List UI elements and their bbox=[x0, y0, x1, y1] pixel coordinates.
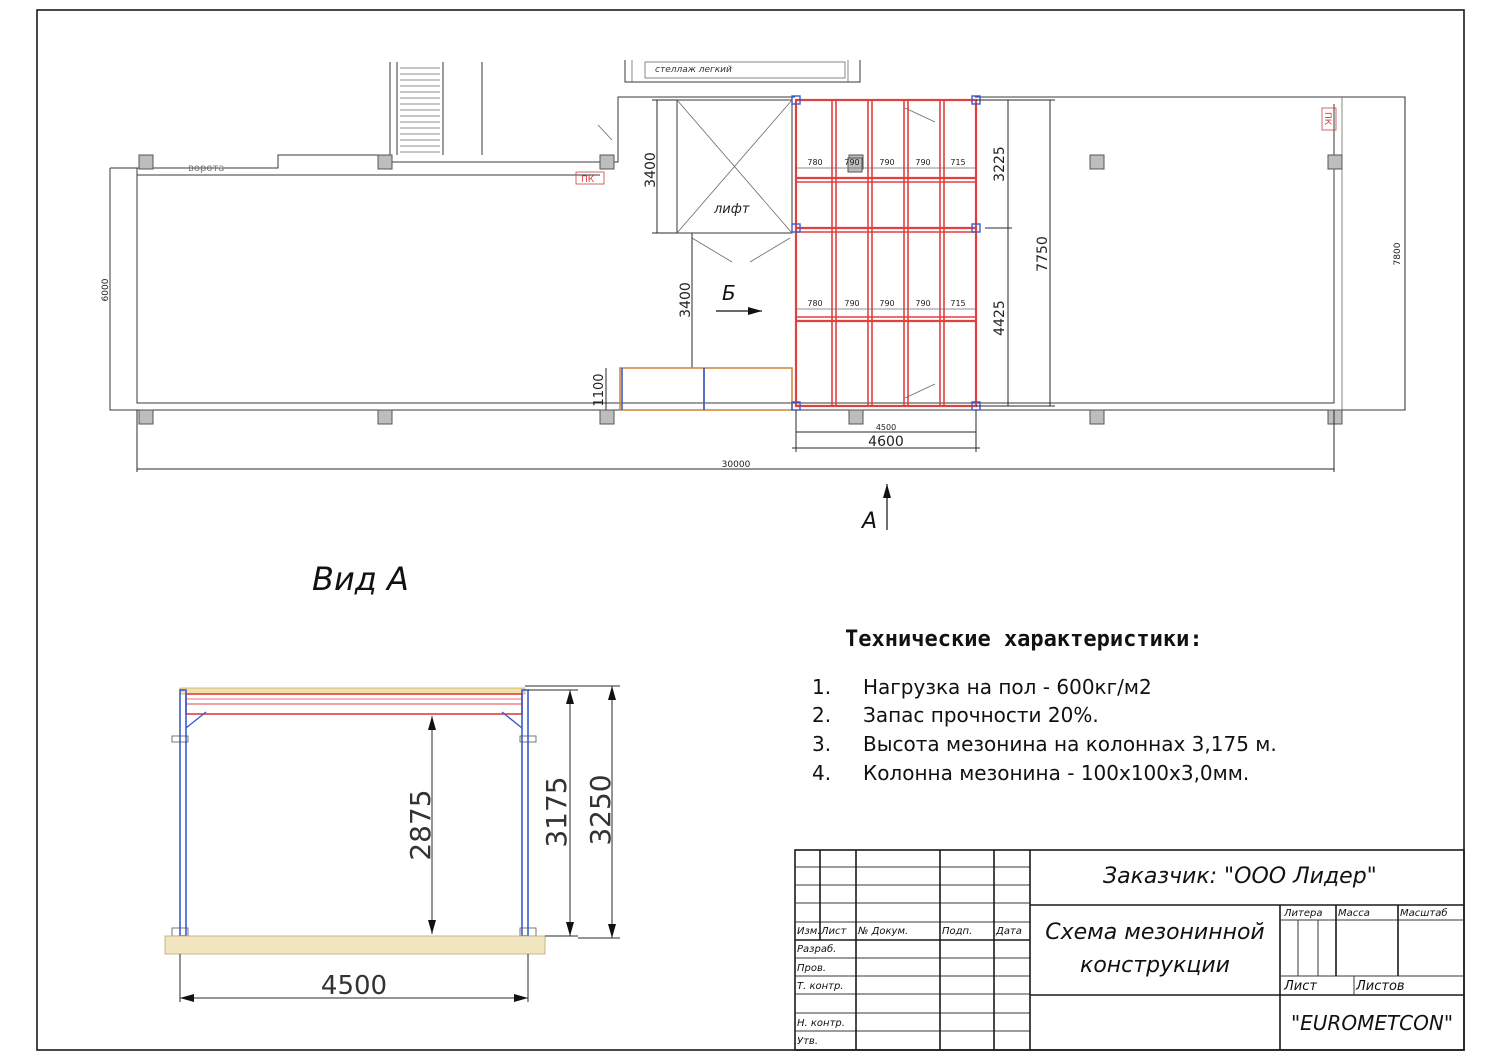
svg-text:Дата: Дата bbox=[995, 926, 1022, 937]
svg-text:Разраб.: Разраб. bbox=[797, 943, 836, 955]
mezzanine-frame bbox=[791, 95, 981, 411]
svg-text:790: 790 bbox=[879, 299, 894, 308]
lift-label: лифт bbox=[713, 202, 750, 217]
spec-2-text: Запас прочности 20%. bbox=[863, 703, 1099, 727]
deck-boards bbox=[179, 687, 526, 695]
dim-clear-height: 2875 bbox=[404, 716, 437, 934]
svg-text:4500: 4500 bbox=[321, 971, 387, 1001]
svg-text:Т. контр.: Т. контр. bbox=[797, 981, 844, 992]
svg-text:30000: 30000 bbox=[722, 460, 751, 470]
svg-text:2875: 2875 bbox=[404, 789, 437, 860]
svg-text:3250: 3250 bbox=[584, 774, 617, 845]
sheet-border bbox=[36, 9, 1465, 1051]
svg-text:Подп.: Подп. bbox=[942, 926, 972, 937]
overall-height-right: 7800 bbox=[1393, 97, 1406, 410]
dim-width: 4500 bbox=[179, 954, 529, 1002]
stair-platform: 1100 bbox=[592, 367, 793, 411]
column-right bbox=[521, 689, 529, 937]
svg-text:А: А bbox=[860, 509, 877, 534]
building-inner-outline bbox=[136, 104, 1335, 404]
pk-box-left: ПК bbox=[575, 171, 605, 185]
pk-box-right: ПК bbox=[1321, 107, 1337, 131]
svg-text:4500: 4500 bbox=[876, 423, 896, 432]
building-columns bbox=[138, 154, 1343, 425]
svg-text:780: 780 bbox=[807, 299, 822, 308]
svg-text:Масштаб: Масштаб bbox=[1400, 907, 1448, 919]
spans-bottom: 780 790 790 790 715 bbox=[796, 299, 976, 310]
svg-text:7800: 7800 bbox=[1393, 242, 1403, 265]
lift-dimension-bottom: 3400 bbox=[678, 233, 694, 368]
floor-slab bbox=[164, 935, 546, 955]
spec-3-num: 3. bbox=[812, 732, 831, 756]
dim-column-height: 3175 bbox=[528, 689, 578, 937]
svg-text:3400: 3400 bbox=[678, 282, 694, 318]
spec-3-text: Высота мезонина на колоннах 3,175 м. bbox=[863, 732, 1277, 756]
svg-text:3400: 3400 bbox=[643, 152, 659, 188]
view-b-arrow: Б bbox=[716, 281, 762, 315]
svg-text:1100: 1100 bbox=[592, 373, 607, 406]
customer-label: Заказчик: "ООО Лидер" bbox=[1103, 864, 1377, 889]
svg-text:790: 790 bbox=[915, 158, 930, 167]
svg-text:790: 790 bbox=[915, 299, 930, 308]
company-name: "EUROMETCON" bbox=[1291, 1011, 1453, 1035]
column-left bbox=[179, 689, 187, 937]
spec-1-text: Нагрузка на пол - 600кг/м2 bbox=[863, 675, 1152, 699]
north-stair bbox=[389, 62, 483, 162]
svg-text:715: 715 bbox=[950, 158, 965, 167]
overall-height-left: 6000 bbox=[101, 278, 111, 301]
svg-text:Пров.: Пров. bbox=[797, 963, 826, 974]
overall-width-dimension: 30000 bbox=[136, 410, 1335, 472]
technical-specs: Технические характеристики: 1. Нагрузка … bbox=[812, 627, 1277, 785]
svg-text:780: 780 bbox=[807, 158, 822, 167]
svg-text:3175: 3175 bbox=[540, 776, 573, 847]
svg-text:7750: 7750 bbox=[1035, 236, 1051, 272]
svg-text:790: 790 bbox=[844, 158, 859, 167]
lift-shaft: лифт bbox=[676, 99, 793, 263]
svg-text:ПК: ПК bbox=[1322, 112, 1332, 126]
floor-plan: стеллаж легкий ворота ПК ПК bbox=[101, 60, 1406, 534]
svg-text:6000: 6000 bbox=[101, 278, 111, 301]
svg-text:№ Докум.: № Докум. bbox=[857, 926, 908, 937]
bay-dimensions: 3225 4425 7750 bbox=[976, 99, 1055, 407]
svg-text:Изм.: Изм. bbox=[797, 926, 821, 937]
frame-width-dimensions: 4500 4600 bbox=[792, 410, 980, 452]
lift-dimension-top: 3400 bbox=[643, 99, 677, 234]
svg-text:Лист: Лист bbox=[1283, 979, 1317, 994]
svg-text:3225: 3225 bbox=[992, 146, 1008, 182]
svg-text:715: 715 bbox=[950, 299, 965, 308]
svg-text:Литера: Литера bbox=[1283, 908, 1322, 919]
svg-text:Масса: Масса bbox=[1338, 908, 1370, 919]
drawing-title-line1: Схема мезонинной bbox=[1045, 920, 1264, 945]
svg-text:Б: Б bbox=[722, 281, 736, 305]
view-a-title: Вид А bbox=[312, 560, 409, 598]
dim-total-height: 3250 bbox=[525, 685, 620, 939]
drawing-title-line2: конструкции bbox=[1080, 953, 1230, 978]
light-rack: стеллаж легкий bbox=[624, 60, 861, 83]
spec-2-num: 2. bbox=[812, 703, 831, 727]
spec-1-num: 1. bbox=[812, 675, 831, 699]
svg-text:790: 790 bbox=[844, 299, 859, 308]
svg-text:Лист: Лист bbox=[820, 926, 848, 937]
spans-top: 780 790 790 790 715 bbox=[796, 158, 976, 169]
title-block: Изм. Лист № Докум. Подп. Дата Разраб. Пр… bbox=[794, 849, 1465, 1051]
svg-text:ПК: ПК bbox=[581, 175, 595, 185]
svg-text:4425: 4425 bbox=[992, 300, 1008, 336]
view-a: Вид А 2875 3175 bbox=[164, 560, 620, 1002]
building-outline bbox=[109, 96, 1406, 411]
svg-text:Н. контр.: Н. контр. bbox=[797, 1018, 845, 1029]
svg-text:Листов: Листов bbox=[1355, 979, 1405, 994]
svg-text:790: 790 bbox=[879, 158, 894, 167]
view-a-arrow: А bbox=[860, 484, 891, 534]
spec-4-text: Колонна мезонина - 100х100х3,0мм. bbox=[863, 761, 1249, 785]
rack-label: стеллаж легкий bbox=[655, 65, 732, 75]
specs-title: Технические характеристики: bbox=[845, 627, 1203, 652]
svg-text:Утв.: Утв. bbox=[797, 1036, 818, 1047]
spec-4-num: 4. bbox=[812, 761, 831, 785]
north-wall bbox=[110, 96, 795, 169]
svg-text:4600: 4600 bbox=[868, 434, 904, 450]
door-swing bbox=[597, 124, 613, 141]
gates-label: ворота bbox=[188, 163, 224, 174]
